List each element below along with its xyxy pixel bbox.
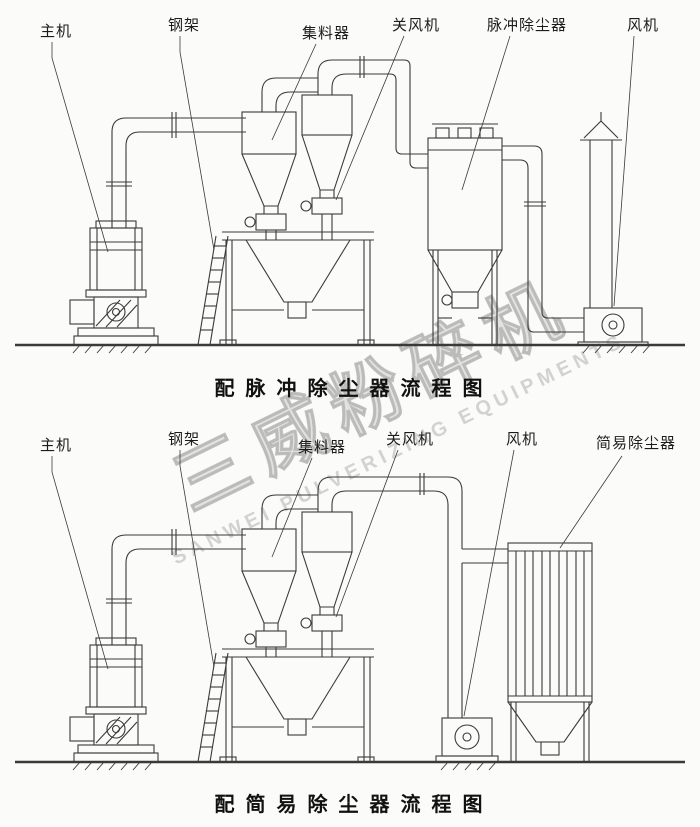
label-top-fan: 风机 [627,17,660,34]
rotary-airlock-collector [451,291,479,309]
bottom-diagram [15,449,685,771]
top-diagram [15,35,685,354]
induced-draft-fan [577,307,649,346]
label-bottom-fan: 风机 [506,431,539,448]
label-top-pulse-dust-collector: 脉冲除尘器 [487,17,568,34]
label-bottom-main-machine: 主机 [40,437,73,454]
ground-hatch-fan [582,344,651,354]
label-bottom-simple-dust-collector: 简易除尘器 [596,435,677,452]
duct-to-fan [502,145,584,333]
leader-lines-top [51,35,635,307]
duct-to-pulse-collector [359,56,428,169]
label-top-main-machine: 主机 [40,23,73,40]
duct-to-fan-bottom [388,473,508,718]
bottom-diagram-title: 配 简 易 除 尘 器 流 程 图 [214,794,486,816]
label-bottom-rotary-airlock: 关风机 [386,431,435,448]
ground-hatch-fan-bottom [440,761,497,771]
fan-bottom [435,717,499,763]
pulse-dust-collector [427,123,503,345]
label-top-rotary-airlock: 关风机 [392,17,441,34]
exhaust-stack [580,112,622,308]
label-bottom-material-collector: 集料器 [298,439,347,456]
leader-lines-bottom [51,449,623,717]
label-top-material-collector: 集料器 [302,25,351,42]
label-bottom-steel-frame: 钢架 [168,431,201,448]
simple-dust-collector [507,542,593,762]
label-top-steel-frame: 钢架 [168,17,201,34]
top-diagram-title: 配 脉 冲 除 尘 器 流 程 图 [214,378,486,400]
